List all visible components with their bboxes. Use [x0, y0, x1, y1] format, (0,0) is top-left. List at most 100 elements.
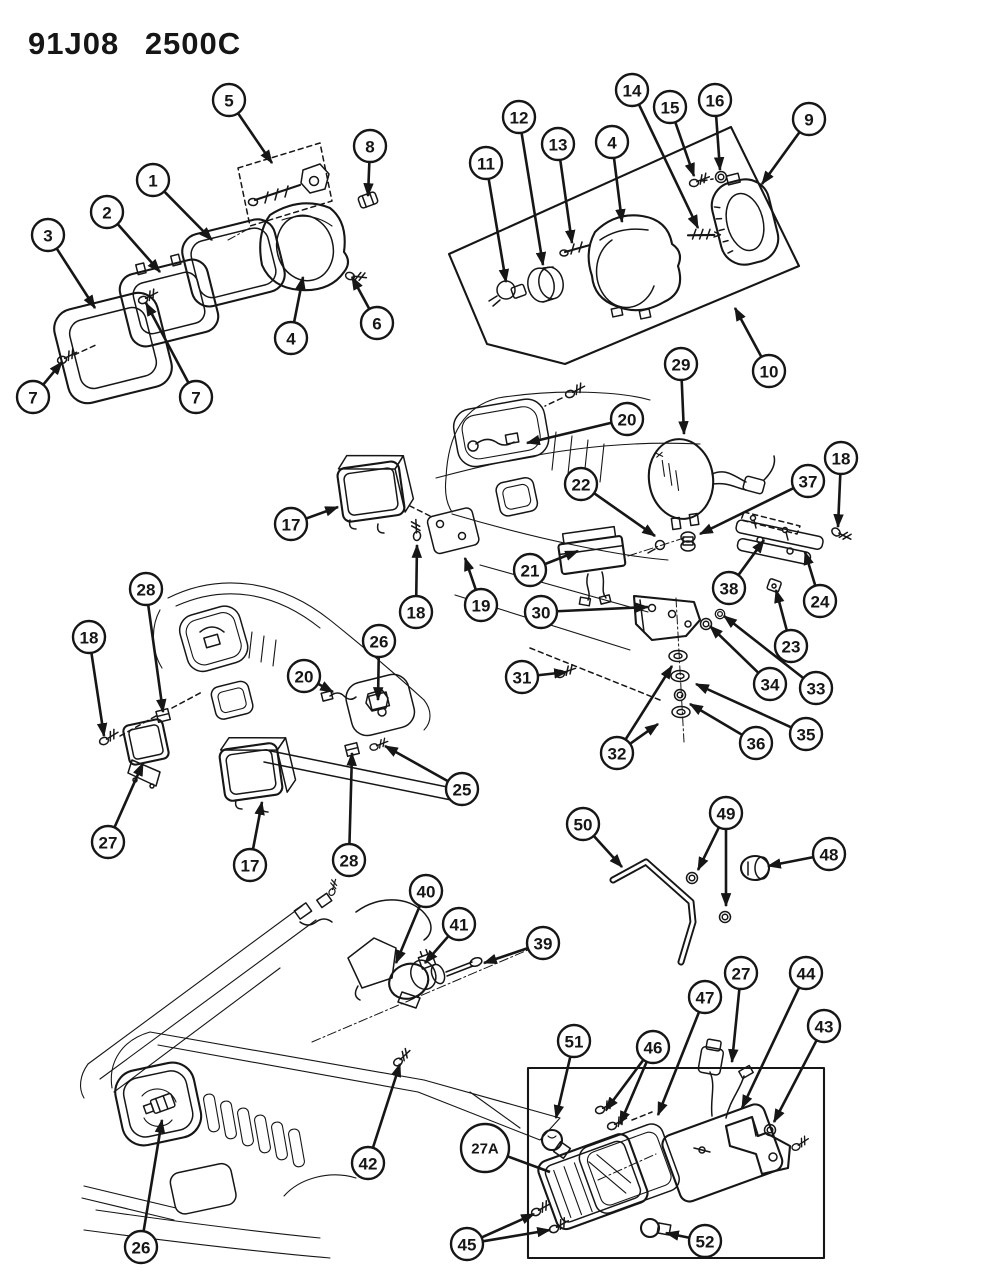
callout-circle	[89, 194, 125, 230]
sketch-lamp-bracket-rail	[735, 511, 824, 565]
callout-27A: 27A	[459, 1122, 551, 1174]
callout-circle	[697, 82, 733, 118]
sketch-headlamp-housing	[259, 202, 350, 292]
callout-number: 31	[513, 669, 532, 688]
leader-line	[383, 744, 449, 783]
callout-number: 51	[565, 1033, 584, 1052]
callout-30: 30	[523, 594, 650, 630]
callout-18: 18	[71, 619, 108, 738]
callout-27: 27	[90, 761, 145, 860]
leader-line	[113, 761, 145, 828]
callout-28: 28	[331, 751, 367, 878]
callout-6: 6	[350, 275, 395, 341]
callout-number: 46	[644, 1039, 663, 1058]
callout-14: 14	[614, 72, 700, 230]
callout-number: 40	[417, 883, 436, 902]
callout-circle	[798, 670, 834, 706]
callout-circle	[331, 842, 367, 878]
leader-line	[372, 656, 384, 702]
callout-circle	[525, 925, 561, 961]
callout-49: 49	[696, 795, 744, 908]
callout-18: 18	[823, 440, 859, 529]
callout-31: 31	[504, 659, 569, 695]
callout-circle	[398, 594, 434, 630]
callout-circle	[687, 1223, 723, 1259]
leader-line	[90, 652, 108, 738]
callout-circle	[565, 806, 601, 842]
callout-circle	[788, 955, 824, 991]
callout-circle	[802, 583, 838, 619]
leader-line	[612, 157, 626, 224]
leader-line	[604, 1059, 645, 1111]
callout-52: 52	[664, 1223, 723, 1259]
leader-line	[688, 702, 743, 736]
callout-20: 20	[286, 658, 335, 694]
leader-line	[592, 834, 623, 868]
leader-line	[624, 665, 674, 741]
sketch-retaining-ring	[118, 253, 220, 348]
callout-number: 44	[797, 965, 816, 984]
leader-line	[772, 1039, 818, 1124]
callout-number: 32	[608, 745, 627, 764]
sketch-housing-rear	[587, 214, 682, 320]
callout-number: 16	[706, 92, 725, 111]
leader-line	[553, 1056, 572, 1120]
callout-number: 1	[148, 172, 157, 191]
leader-line	[544, 549, 580, 566]
callout-7: 7	[144, 301, 214, 415]
callout-9: 9	[760, 101, 827, 185]
callout-circle	[135, 162, 171, 198]
callout-19: 19	[463, 556, 499, 623]
callout-33: 33	[723, 614, 834, 706]
callout-4: 4	[594, 124, 630, 224]
leader-line	[696, 826, 721, 872]
callout-17: 17	[273, 505, 340, 542]
leader-line	[236, 112, 274, 164]
sketch-bulb-51	[540, 1128, 572, 1160]
sketch-mounting-ring	[710, 172, 780, 266]
callout-circle	[751, 353, 787, 389]
callout-circle	[232, 847, 268, 883]
sketch-mounting-bracket	[632, 594, 702, 642]
callout-circle	[359, 305, 395, 341]
leader-line	[350, 275, 371, 310]
leader-line	[629, 722, 659, 745]
callout-number: 45	[458, 1236, 477, 1255]
callout-number: 47	[696, 989, 715, 1008]
callout-circle	[823, 440, 859, 476]
callout-circle	[361, 623, 397, 659]
callout-circle	[788, 716, 824, 752]
leader-line	[146, 604, 167, 714]
leader-line	[116, 223, 161, 273]
callout-number: 27	[99, 834, 118, 853]
inset-box	[526, 1066, 826, 1260]
drawing-number: 91J08 2500C	[28, 26, 241, 61]
callout-23: 23	[773, 588, 809, 664]
leader-line	[292, 275, 306, 323]
callout-circle	[773, 628, 809, 664]
callout-circle	[811, 836, 847, 872]
callout-number: 6	[372, 315, 381, 334]
callout-number: 43	[815, 1018, 834, 1037]
leader-line	[558, 159, 576, 245]
leader-line	[371, 1062, 402, 1149]
callout-26: 26	[123, 1118, 166, 1265]
callout-number: 28	[137, 581, 156, 600]
sketch-front-end-left	[96, 582, 463, 813]
sketch-headlamp-lens	[181, 218, 286, 308]
callout-28: 28	[128, 571, 167, 714]
callout-circle	[501, 99, 537, 135]
callout-number: 4	[286, 330, 296, 349]
callout-circle	[635, 1029, 671, 1065]
callout-circle	[512, 552, 548, 588]
callout-number: 48	[820, 846, 839, 865]
callout-circle	[711, 570, 747, 606]
leader-line	[678, 379, 689, 436]
callout-number: 10	[760, 363, 779, 382]
callout-number: 21	[521, 562, 540, 581]
callout-circle	[273, 506, 309, 542]
callout-number: 26	[132, 1239, 151, 1258]
leader-line	[556, 602, 650, 613]
callout-circle	[468, 145, 504, 181]
sketch-fog-lamp-upper	[336, 454, 415, 534]
